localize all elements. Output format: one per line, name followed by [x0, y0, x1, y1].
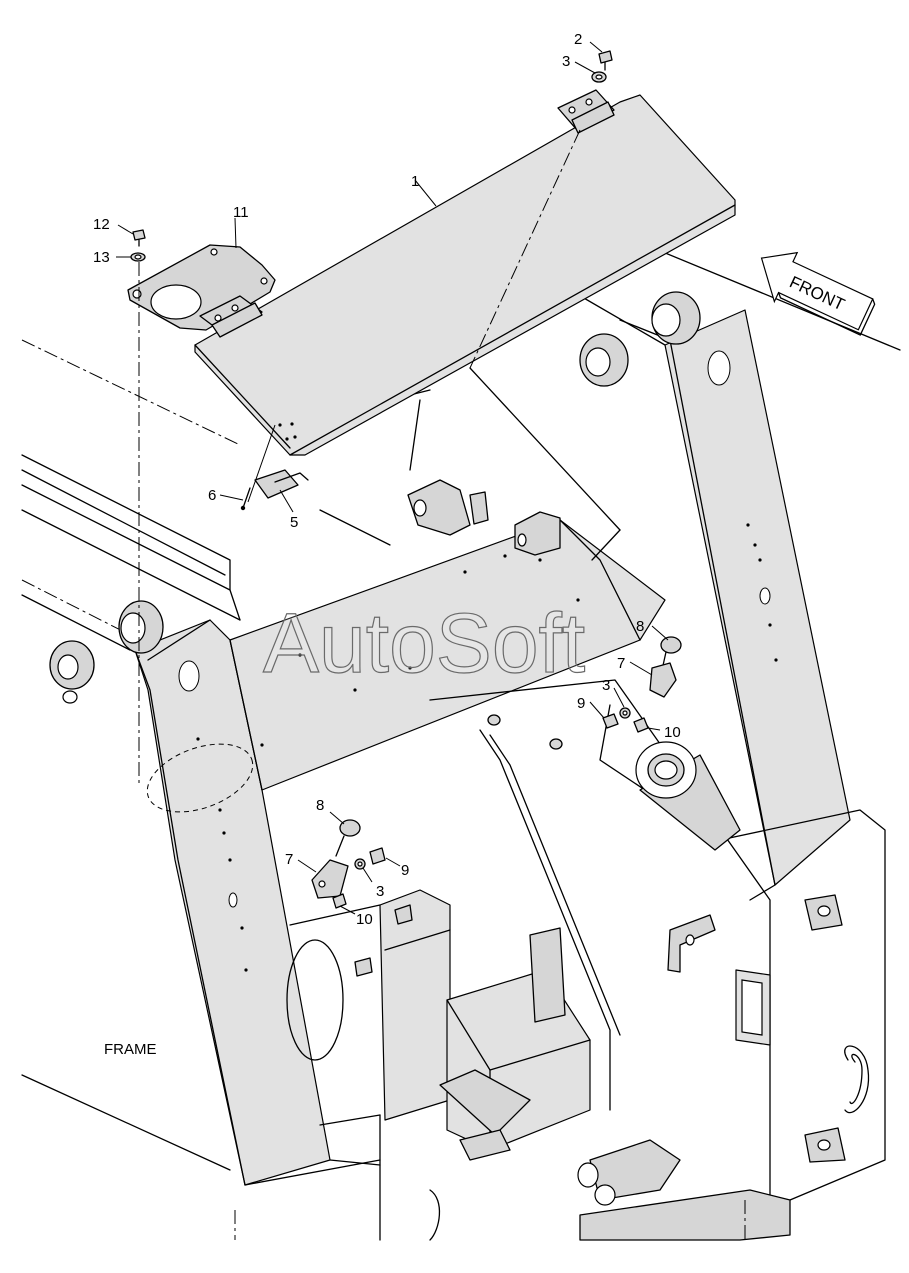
frame-structure — [21, 249, 901, 1241]
callout-13: 13 — [93, 249, 110, 266]
frame-label: FRAME — [104, 1041, 157, 1058]
hinge-plate — [127, 244, 276, 338]
front-arrow: FRONT — [760, 251, 876, 336]
callout-12: 12 — [93, 216, 110, 233]
callout-2: 2 — [574, 31, 582, 48]
callout-5: 5 — [290, 514, 298, 531]
callout-3: 3 — [562, 53, 570, 70]
callout-7: 7 — [617, 655, 625, 672]
callout-7: 7 — [285, 851, 293, 868]
small-parts — [130, 50, 682, 909]
callout-11: 11 — [233, 204, 249, 221]
leader-lines — [116, 41, 669, 915]
callout-9: 9 — [401, 862, 409, 879]
callout-3: 3 — [376, 883, 384, 900]
callout-6: 6 — [208, 487, 216, 504]
callout-3: 3 — [602, 677, 610, 694]
callout-10: 10 — [356, 911, 373, 928]
watermark-text: AutoSoft — [263, 596, 585, 690]
callout-8: 8 — [316, 797, 324, 814]
callout-labels: 1 2 3 3 3 5 6 7 7 8 8 9 9 10 10 11 12 13 — [93, 31, 681, 928]
cover-panel — [194, 89, 736, 456]
callout-10: 10 — [664, 724, 681, 741]
callout-1: 1 — [411, 173, 419, 190]
callout-8: 8 — [636, 618, 644, 635]
callout-9: 9 — [577, 695, 585, 712]
